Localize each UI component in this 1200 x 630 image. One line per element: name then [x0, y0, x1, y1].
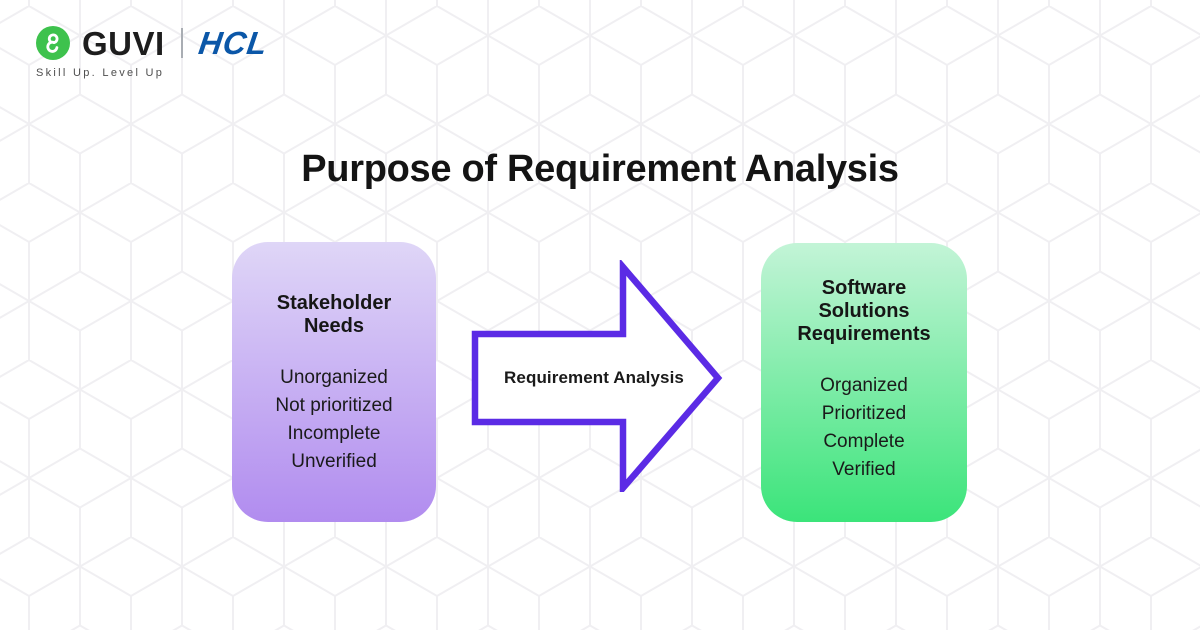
stakeholder-needs-list: Unorganized Not prioritized Incomplete U…	[275, 364, 392, 476]
list-item: Incomplete	[287, 423, 381, 444]
list-item: Unorganized	[280, 367, 388, 388]
list-item: Unverified	[291, 451, 377, 472]
brand-header: GUVI HCL Skill Up. Level Up	[36, 24, 396, 86]
list-item: Organized	[820, 375, 908, 396]
hcl-wordmark: HCL	[196, 25, 270, 61]
list-item: Verified	[832, 459, 896, 480]
list-item: Complete	[823, 431, 905, 452]
software-solutions-heading: Software Solutions Requirements	[797, 277, 931, 345]
list-item: Not prioritized	[275, 395, 393, 416]
guvi-logo-icon	[36, 26, 70, 60]
stakeholder-needs-box: Stakeholder Needs Unorganized Not priori…	[232, 242, 436, 522]
brand-tagline: Skill Up. Level Up	[36, 67, 165, 79]
arrow-label: Requirement Analysis	[504, 368, 684, 387]
guvi-wordmark: GUVI	[82, 24, 165, 62]
software-solutions-requirements-box: Software Solutions Requirements Organize…	[761, 243, 967, 522]
list-item: Prioritized	[821, 403, 907, 424]
guvi-g-glyph	[46, 33, 59, 53]
stakeholder-needs-heading: Stakeholder Needs	[276, 292, 392, 337]
requirement-analysis-arrow-icon	[471, 260, 723, 492]
software-solutions-list: Organized Prioritized Complete Verified	[820, 372, 908, 484]
page-title: Purpose of Requirement Analysis	[301, 148, 899, 190]
brand-divider	[180, 28, 183, 58]
